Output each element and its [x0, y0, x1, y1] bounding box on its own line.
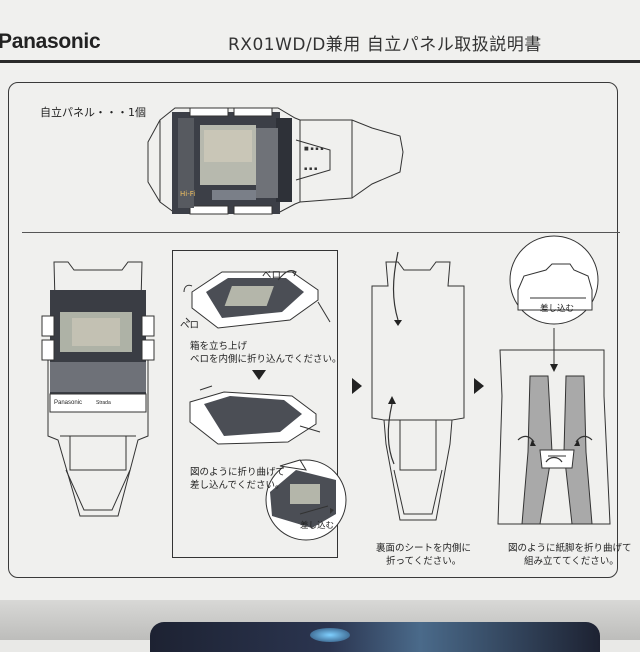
step2-caption-line2: 折ってください。 [386, 556, 462, 567]
step3-caption-line1: 図のように紙脚を折り曲げて [508, 543, 632, 554]
flap-label-left: ベロ [180, 320, 200, 331]
section-divider [22, 232, 620, 233]
step3-insert-label: 差し込む [540, 304, 575, 314]
step3-caption-line2: 組み立ててください。 [524, 556, 619, 567]
brand-logo: Panasonic [0, 30, 101, 53]
instruction-frame [8, 82, 618, 578]
panel-logo-text: Panasonic [54, 400, 82, 406]
svg-text:Hi-Fi: Hi-Fi [180, 190, 195, 198]
step1-caption-b-line1: 図のように折り曲げて [190, 467, 286, 478]
step2-caption-line1: 裏面のシートを内側に [376, 543, 472, 554]
step1-caption-a-line1: 箱を立ち上げ [190, 341, 248, 352]
step1-caption-a-line2: ベロを内側に折り込んでください。 [190, 354, 342, 365]
document-title: RX01WD/D兼用 自立パネル取扱説明書 [228, 35, 542, 55]
step1-insert-label: 差し込む [300, 521, 335, 531]
parts-list-label: 自立パネル・・・1個 [40, 106, 146, 119]
flap-label-right: ベロ [262, 270, 282, 281]
step1-caption-b-line2: 差し込んでください。 [190, 480, 285, 491]
step1-box [172, 250, 338, 558]
background-object [150, 622, 600, 652]
panel-product-text: Strada [96, 400, 111, 406]
svg-text:▪ ▪ ▪: ▪ ▪ ▪ [304, 166, 317, 172]
header-rule [0, 60, 640, 63]
background-glow [310, 628, 350, 642]
svg-text:■ ▪ ▪ ▪: ■ ▪ ▪ ▪ [304, 146, 324, 152]
